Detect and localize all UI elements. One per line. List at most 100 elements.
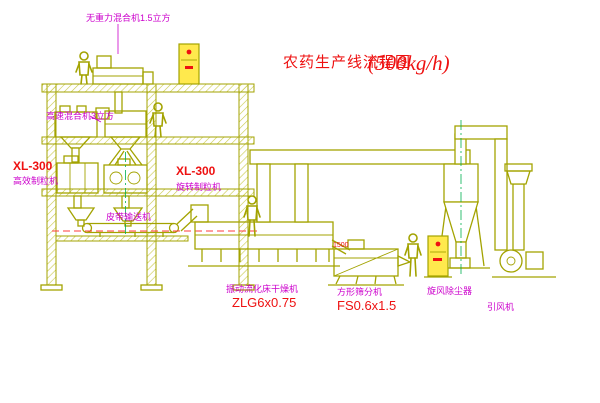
drawing-title: 农药生产线流程图 [283,54,411,71]
sifter-leg [335,275,341,285]
sifter-leg [355,275,359,285]
person-leg [154,125,157,138]
person-head [79,51,89,61]
high-speed-mixer [54,105,98,163]
feed-hopper [112,207,144,222]
person-leg [414,257,417,277]
person-arm [75,63,80,73]
fan-casing [499,249,523,273]
y-chute-line [114,150,125,166]
sifter-inlet-box [347,239,365,250]
granulator-body [56,162,99,194]
label-leader [89,115,102,123]
mixer-motor [96,55,112,69]
fan-motor [525,251,544,270]
pulley [81,222,93,234]
label-fan: 引风机 [487,301,514,312]
mixer-motor [95,107,110,120]
label-belt-conveyor: 皮带输送机 [106,211,151,222]
label-left-granulator-model: XL-300 [13,159,53,173]
person-torso [246,205,258,221]
building-frame [40,83,255,291]
outlet-duct [454,125,508,251]
cabinet-plate [185,66,193,69]
dryer-legs [201,249,330,262]
square-sifter [328,239,412,286]
belt-conveyor [81,222,180,237]
person-arm [256,207,261,218]
rotary-valve [449,257,471,269]
outlet-drop [494,138,508,251]
label-high-speed-mixer: 高速混合机3立方 [46,110,114,121]
exhaust-ducts [249,149,471,223]
mixer-cone [59,136,92,149]
label-left-granulator-name: 高效制粒机 [13,175,58,186]
outlet-elbow [454,125,508,140]
label-mid-granulator-model: XL-300 [176,164,216,178]
footing [232,284,255,291]
y-chute-line [129,148,143,166]
centerlines [125,120,462,276]
duct-header [249,149,471,165]
person-arm [404,245,409,256]
person-arm [243,207,248,218]
feed-hopper [66,207,96,221]
label-sifter-model: FS0.6x1.5 [337,298,396,313]
label-mid-granulator-name: 旋转制粒机 [176,181,221,192]
drop-pipe [71,147,80,163]
dryer-body [194,221,334,250]
label-sifter-name: 方形筛分机 [337,286,382,297]
granulator-drum [127,171,141,185]
label-dryer-model: ZLG6x0.75 [232,295,296,310]
person-head [408,233,418,243]
middle-mixer [95,107,147,166]
sifter-spout [397,254,412,267]
indicator-lamp-icon [186,49,192,55]
y-chute-line [108,148,122,166]
zero-gravity-mixer [92,55,154,114]
cabinet-body [427,235,449,277]
footing [140,284,163,291]
drop-pipe [114,91,123,114]
person-leg [159,125,162,138]
control-cabinet-top [178,43,200,85]
person-leg [409,257,412,277]
duct-riser [294,163,309,223]
person-leg [85,74,88,85]
granulator-drum [109,171,123,185]
person-arm [162,114,167,124]
floor2-beam [41,136,255,145]
person-roof [75,51,93,85]
floor3-beam [41,188,255,197]
exhaust-stack [504,163,533,251]
induced-draft-fan [492,249,556,278]
left-granulator [56,155,99,227]
pulley [168,222,180,234]
column-middle [146,83,157,286]
stack-pipe [512,183,525,251]
mixer-inlet [142,71,154,85]
person-arm [417,245,422,256]
cyclone-leg [475,205,485,267]
label-cyclone: 旋风除尘器 [427,285,472,296]
person-ground [243,195,261,237]
cabinet-plate [433,258,442,261]
person-torso [78,61,90,76]
person-arm [149,114,154,124]
label-sifter-size: 1500 [333,242,349,249]
person-sifter [404,233,422,277]
duct-riser [256,163,271,223]
cabinet-body [178,43,200,85]
sifter-feed-line [331,239,351,251]
sifter-leg [374,275,377,285]
stack-cap [506,170,531,185]
fan-hub [506,256,516,266]
person-leg [248,219,251,237]
label-dryer-name: 振动流化床干燥机 [226,283,298,294]
granulator-cap [117,158,131,166]
person-torso [407,243,419,259]
feed-chute-line [180,215,198,232]
sifter-leg [393,275,397,285]
